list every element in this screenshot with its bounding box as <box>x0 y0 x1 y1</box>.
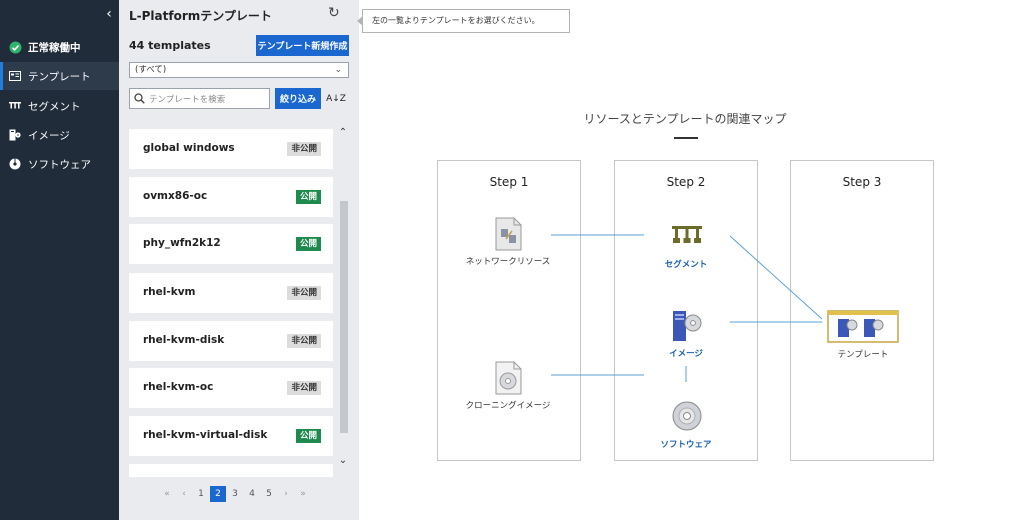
template-name: rhel-kvm-disk <box>143 334 225 346</box>
template-node[interactable]: テンプレート <box>803 310 923 360</box>
network-resource-icon <box>492 217 524 251</box>
template-card[interactable]: rhel-kvm 非公開 <box>129 273 333 313</box>
sidebar-item-label: ソフトウェア <box>28 158 91 171</box>
page-button[interactable]: 4 <box>249 489 255 499</box>
template-card[interactable]: rhel-kvm-disk 非公開 <box>129 321 333 361</box>
new-template-button[interactable]: テンプレート新規作成 <box>256 35 349 56</box>
visibility-badge: 非公開 <box>287 286 321 300</box>
hint-tooltip: 左の一覧よりテンプレートをお選びください。 <box>357 9 570 33</box>
template-icon <box>827 310 899 343</box>
refresh-button[interactable]: ↻ <box>328 5 340 21</box>
map-title: リソースとテンプレートの関連マップ <box>583 112 787 126</box>
visibility-badge: 非公開 <box>287 334 321 348</box>
step-1-column: Step 1 <box>437 160 581 461</box>
software-icon <box>670 400 702 432</box>
sidebar: ‹ 正常稼働中 テンプレート セグメント イメージ <box>0 0 119 520</box>
template-panel: L-Platformテンプレート ↻ 44 templates テンプレート新規… <box>119 0 359 520</box>
prev-page-button[interactable]: ‹ <box>182 489 186 499</box>
template-card[interactable]: rhel-kvm-oc 非公開 <box>129 368 333 408</box>
next-page-button[interactable]: › <box>284 489 288 499</box>
image-icon <box>670 309 702 341</box>
step-title: Step 1 <box>489 175 529 189</box>
filter-select-value: (すべて) <box>135 65 167 75</box>
refresh-icon: ↻ <box>328 5 340 21</box>
node-label: イメージ <box>669 349 703 359</box>
search-icon <box>134 93 145 104</box>
sidebar-item-label: テンプレート <box>28 70 91 83</box>
template-name: phy_wfn2k12 <box>143 237 221 249</box>
sidebar-item-segment[interactable]: セグメント <box>0 92 119 120</box>
panel-title: L-Platformテンプレート <box>129 9 272 23</box>
sort-az-icon: A↓Z <box>326 94 346 104</box>
visibility-badge: 非公開 <box>287 142 321 156</box>
narrow-button[interactable]: 絞り込み <box>275 88 321 109</box>
status-indicator: 正常稼働中 <box>0 33 119 61</box>
sidebar-item-template[interactable]: テンプレート <box>0 62 119 90</box>
title-underline <box>674 137 698 139</box>
template-card[interactable]: ovmx86-oc 公開 <box>129 177 333 217</box>
search-placeholder: テンプレートを検索 <box>149 94 226 105</box>
template-name: rhel-kvm-virtual-disk <box>143 429 268 441</box>
sidebar-item-software[interactable]: ソフトウェア <box>0 150 119 178</box>
visibility-badge: 公開 <box>295 429 321 443</box>
collapse-sidebar-button[interactable]: ‹ <box>102 6 116 22</box>
template-card[interactable]: global windows 非公開 <box>129 129 333 169</box>
image-node[interactable]: イメージ <box>626 309 746 359</box>
sidebar-item-image[interactable]: イメージ <box>0 121 119 149</box>
cloning-image-icon <box>492 361 524 395</box>
chevron-down-icon: ⌄ <box>334 65 342 75</box>
chevron-up-icon[interactable]: ⌃ <box>338 127 348 138</box>
node-label: ソフトウェア <box>660 440 712 450</box>
first-page-button[interactable]: « <box>164 489 170 499</box>
template-name: rhel-kvm <box>143 286 196 298</box>
page-button-current[interactable]: 2 <box>210 486 226 502</box>
cloning-image-node[interactable]: クローニングイメージ <box>448 361 568 411</box>
scrollbar-thumb[interactable] <box>340 201 348 433</box>
template-name: rhel-kvm-oc <box>143 381 214 393</box>
template-icon <box>8 69 22 83</box>
node-label: セグメント <box>664 260 708 270</box>
software-node[interactable]: ソフトウェア <box>626 400 746 450</box>
pagination: « ‹ 1 2 3 4 5 › » <box>159 486 312 502</box>
segment-icon <box>670 220 702 252</box>
check-circle-icon <box>8 40 22 54</box>
chevron-down-icon[interactable]: ⌄ <box>338 455 348 466</box>
image-icon <box>8 128 22 142</box>
visibility-badge: 非公開 <box>287 381 321 395</box>
visibility-badge: 公開 <box>295 190 321 204</box>
visibility-badge: 公開 <box>295 237 321 251</box>
status-label: 正常稼働中 <box>28 41 81 54</box>
node-label: テンプレート <box>837 350 889 360</box>
chevron-left-icon: ‹ <box>106 6 112 22</box>
node-label: ネットワークリソース <box>465 257 551 267</box>
page-button[interactable]: 3 <box>232 489 238 499</box>
template-card[interactable]: rhel-kvm-virtual-disk 公開 <box>129 416 333 456</box>
page-button[interactable]: 1 <box>198 489 204 499</box>
segment-node[interactable]: セグメント <box>626 220 746 270</box>
step-title: Step 3 <box>842 175 882 189</box>
sidebar-item-label: セグメント <box>28 100 81 113</box>
template-name: global windows <box>143 142 235 154</box>
sort-button[interactable]: A↓Z <box>326 89 346 109</box>
page-button[interactable]: 5 <box>266 489 272 499</box>
template-name: ovmx86-oc <box>143 190 208 202</box>
sidebar-item-label: イメージ <box>28 129 70 142</box>
template-count: 44 templates <box>129 39 211 52</box>
scrollbar[interactable]: ⌃ ⌄ <box>337 121 349 477</box>
template-card-partial[interactable] <box>129 464 333 477</box>
template-list: global windows 非公開 ovmx86-oc 公開 phy_wfn2… <box>129 121 349 477</box>
software-icon <box>8 157 22 171</box>
step-title: Step 2 <box>666 175 706 189</box>
node-label: クローニングイメージ <box>465 401 551 411</box>
search-input[interactable]: テンプレートを検索 <box>129 88 270 109</box>
template-card[interactable]: phy_wfn2k12 公開 <box>129 224 333 264</box>
network-resource-node[interactable]: ネットワークリソース <box>448 217 568 267</box>
filter-select[interactable]: (すべて) ⌄ <box>129 62 349 78</box>
last-page-button[interactable]: » <box>300 489 306 499</box>
segment-icon <box>8 99 22 113</box>
